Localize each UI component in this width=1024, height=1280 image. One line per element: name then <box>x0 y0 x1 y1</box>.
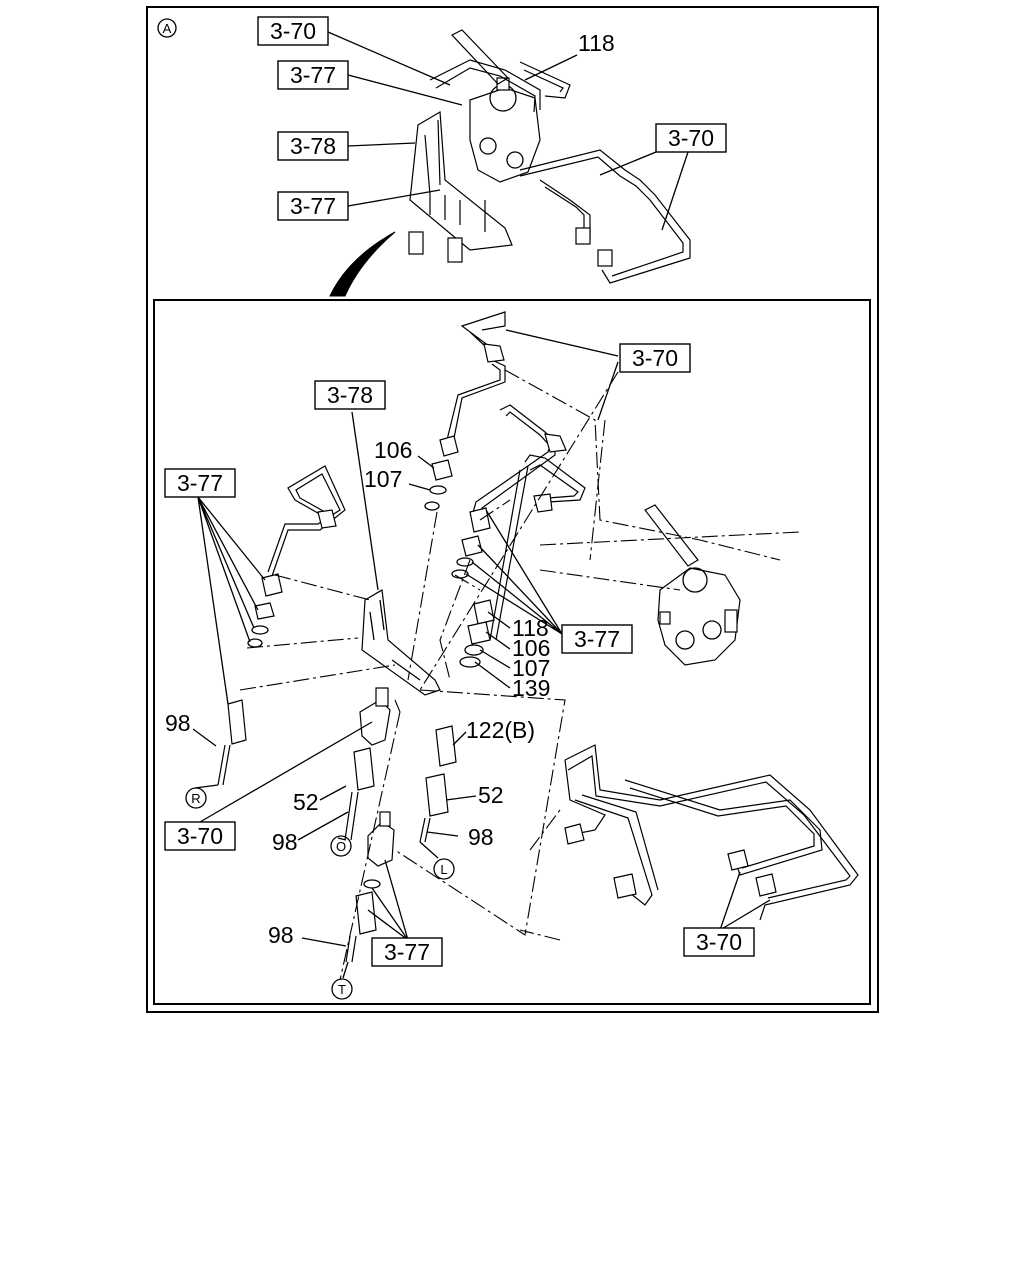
main-view: 3-70 3-78 3-77 3-77 3-70 3-77 3-70 106 1… <box>164 311 859 1000</box>
main-ref-box-1 <box>619 343 691 373</box>
part-label-106: 106 <box>512 635 550 661</box>
part-label-52-right: 52 <box>478 782 504 808</box>
part-label-52-left: 52 <box>293 789 319 815</box>
main-ref-box-7 <box>683 927 755 957</box>
marker-o-circle <box>330 835 352 857</box>
main-view-frame <box>153 299 871 1005</box>
marker-t-circle <box>331 978 353 1000</box>
main-ref-label-7: 3-70 <box>696 929 742 955</box>
pipe-top-loop <box>446 311 506 449</box>
inset-bracket <box>409 110 513 251</box>
main-ref-box-2 <box>314 380 386 410</box>
inset-ref-box-2 <box>277 60 349 90</box>
main-ref-label-3: 3-77 <box>177 470 223 496</box>
main-ref-label-2: 3-78 <box>327 382 373 408</box>
main-ref-label-6: 3-77 <box>384 939 430 965</box>
main-ref-box-5 <box>164 821 236 851</box>
part-label-106-top: 106 <box>374 437 412 463</box>
part-label-139: 139 <box>512 675 550 701</box>
outer-frame <box>146 6 879 1013</box>
inset-ref-label-3: 3-78 <box>290 133 336 159</box>
main-ref-box-6 <box>371 937 443 967</box>
part-label-118: 118 <box>512 615 549 641</box>
inset-ref-box-3 <box>277 131 349 161</box>
marker-l-circle <box>433 858 455 880</box>
tee-fitting-upper <box>359 699 391 746</box>
valve-body <box>657 567 741 666</box>
fitting-122 <box>435 725 457 767</box>
bracket <box>361 589 441 696</box>
main-ref-box-3 <box>164 468 236 498</box>
main-ref-label-1: 3-70 <box>632 345 678 371</box>
part-label-107-top: 107 <box>364 466 402 492</box>
main-ref-label-5: 3-70 <box>177 823 223 849</box>
inset-part-label-1: 118 <box>578 30 615 56</box>
inset-ref-label-5: 3-70 <box>668 125 714 151</box>
part-label-98-bottom: 98 <box>268 922 294 948</box>
marker-o-label: O <box>336 839 346 854</box>
view-marker-label: A <box>163 21 172 36</box>
part-label-98-left: 98 <box>165 710 191 736</box>
marker-r-circle <box>185 787 207 809</box>
main-ref-box-4 <box>561 624 633 654</box>
pipe-lower-right <box>564 744 859 921</box>
pipe-third <box>524 454 586 503</box>
marker-l-label: L <box>440 862 447 877</box>
pipe-left <box>267 465 346 577</box>
part-label-122b: 122(B) <box>466 717 535 743</box>
part-label-107: 107 <box>512 655 550 681</box>
inset-pipe-right <box>519 149 691 284</box>
main-ref-label-4: 3-77 <box>574 626 620 652</box>
phantom-lines <box>239 369 801 981</box>
inset-pipe-upper <box>429 59 541 113</box>
inset-ref-box-4 <box>277 191 349 221</box>
inset-ref-label-1: 3-70 <box>270 18 316 44</box>
part-label-98-mid: 98 <box>272 829 298 855</box>
part-label-98-right: 98 <box>468 824 494 850</box>
fitting-left <box>227 699 247 745</box>
inset-ref-box-5 <box>655 123 727 153</box>
view-marker-circle <box>157 18 177 38</box>
inset-view: A 3-70 3-77 <box>157 16 727 297</box>
marker-r-label: R <box>191 791 200 806</box>
inset-ref-box-1 <box>257 16 329 46</box>
inset-ref-label-2: 3-77 <box>290 62 336 88</box>
tee-fitting-lower <box>367 821 395 867</box>
valve-lever <box>644 504 699 567</box>
view-arrow <box>329 231 396 297</box>
inset-ref-label-4: 3-77 <box>290 193 336 219</box>
marker-t-label: T <box>338 982 346 997</box>
